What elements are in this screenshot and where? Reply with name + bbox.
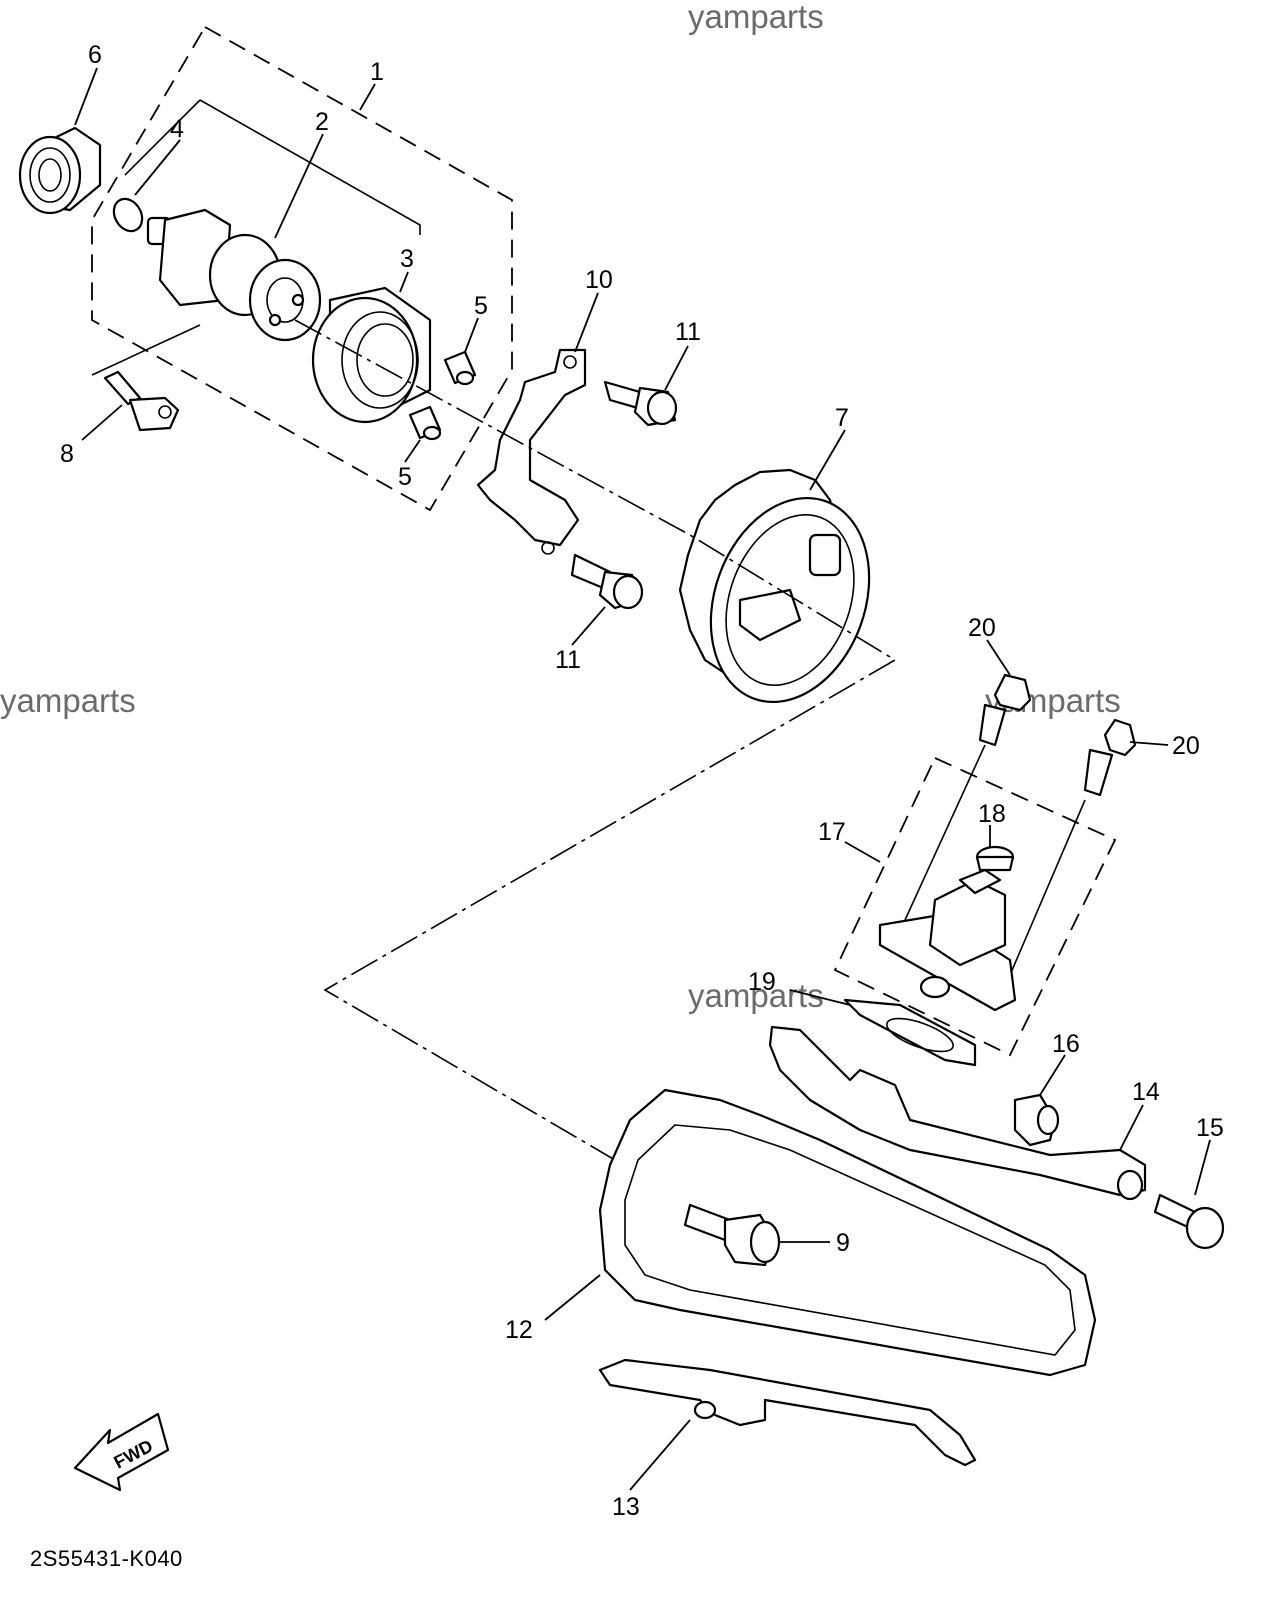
callout-6: 6 xyxy=(88,41,102,69)
cam-sprocket-7[interactable] xyxy=(678,468,896,724)
cam-chain-12[interactable] xyxy=(598,1088,1097,1377)
callout-17: 17 xyxy=(818,818,846,846)
callout-19: 19 xyxy=(748,968,776,996)
bearing-6[interactable] xyxy=(18,126,102,215)
fwd-arrow-icon: FWD xyxy=(73,1412,170,1492)
gasket-19[interactable] xyxy=(843,998,977,1067)
callout-18: 18 xyxy=(978,800,1006,828)
leader-lines xyxy=(74,67,1211,1491)
assembly-bracket-line xyxy=(199,99,421,235)
callout-12: 12 xyxy=(505,1316,533,1344)
camshaft-assembly-boundary xyxy=(91,25,513,512)
callout-20-upper: 20 xyxy=(968,614,996,642)
callout-20-right: 20 xyxy=(1172,732,1200,760)
watermark-left: yamparts xyxy=(0,682,136,719)
callout-5-upper: 5 xyxy=(474,292,488,320)
callout-14: 14 xyxy=(1132,1078,1160,1106)
bolt-9[interactable] xyxy=(683,1203,781,1267)
chain-guide-13[interactable] xyxy=(598,1358,977,1467)
callout-13: 13 xyxy=(612,1493,640,1521)
bolt-20-left[interactable] xyxy=(978,673,1032,747)
cam-holder-10[interactable] xyxy=(476,348,587,555)
tensioner-17[interactable] xyxy=(878,868,1017,1012)
pin-5-lower[interactable] xyxy=(408,405,442,441)
bearing-3[interactable] xyxy=(311,286,432,424)
camshaft-2[interactable] xyxy=(146,208,322,342)
pin-5-upper[interactable] xyxy=(443,350,477,386)
centerline xyxy=(294,319,897,1161)
callout-11-upper: 11 xyxy=(675,318,701,346)
callout-9: 9 xyxy=(836,1229,850,1257)
callout-11-lower: 11 xyxy=(555,646,581,674)
bolt-11-lower[interactable] xyxy=(570,553,644,610)
bolt-20-right[interactable] xyxy=(1083,718,1137,797)
chain-guide-14[interactable] xyxy=(768,1025,1147,1201)
callout-10: 10 xyxy=(585,266,613,294)
callout-3: 3 xyxy=(400,245,414,273)
collar-16[interactable] xyxy=(1013,1093,1060,1147)
watermark-top: yamparts xyxy=(688,0,824,35)
callout-1: 1 xyxy=(370,58,384,86)
tensioner-assembly-boundary xyxy=(833,756,1117,1057)
callout-7: 7 xyxy=(835,404,849,432)
diagram-code: 2S55431-K040 xyxy=(30,1546,183,1571)
decompression-lever-8[interactable] xyxy=(103,370,180,432)
callout-15: 15 xyxy=(1196,1114,1224,1142)
bolt-11-upper[interactable] xyxy=(603,380,678,427)
callout-5-lower: 5 xyxy=(398,463,412,491)
o-ring-4[interactable] xyxy=(108,194,148,236)
cap-bolt-18[interactable] xyxy=(975,845,1015,872)
callout-16: 16 xyxy=(1052,1030,1080,1058)
callout-8: 8 xyxy=(60,440,74,468)
bolt-15[interactable] xyxy=(1153,1193,1225,1250)
callout-4: 4 xyxy=(170,115,184,143)
callout-2: 2 xyxy=(315,108,329,136)
watermark-middle: yamparts xyxy=(688,977,824,1014)
